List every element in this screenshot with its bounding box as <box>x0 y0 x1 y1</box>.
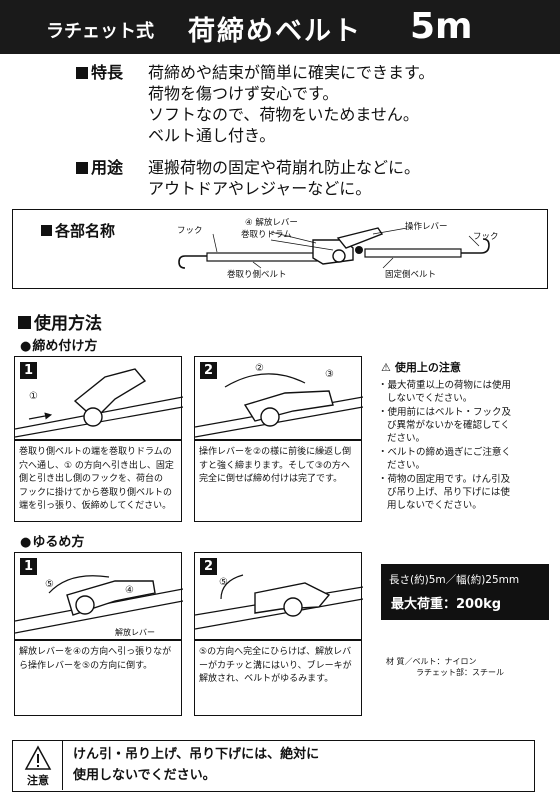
label-winding-belt: 巻取り側ベルト <box>227 270 287 280</box>
desc-line: 操作レバーを②の様に前後に繰返し倒 <box>199 447 352 457</box>
loosen-step-2-description: ⑤の方向へ完全にひらけば、解放レバ ーがカチッと溝にはいり、ブレーキが 解放され… <box>194 640 362 716</box>
desc-line: フックに掛けてから巻取り側ベルトの <box>19 487 173 498</box>
desc-line: ら操作レバーを⑤の方向に倒す。 <box>19 660 153 671</box>
ratchet-drawing <box>195 373 363 438</box>
feature-line: ベルト通し付き。 <box>148 126 276 145</box>
product-type: ラチェット式 <box>46 21 154 42</box>
feature-line: ソフトなので、荷物をいためません。 <box>148 105 419 124</box>
step-number: 1 <box>20 362 37 379</box>
desc-line: 端を引っ張り、仮締めしてください。 <box>19 501 172 511</box>
desc-line: すと強く締まります。そして③の方へ <box>199 460 350 471</box>
ratchet-drawing <box>195 574 363 630</box>
label-hook-right: フック <box>473 232 499 242</box>
label-hook-left: フック <box>177 226 203 236</box>
direction-label: ④ <box>125 585 134 596</box>
spec-max-load: 最大荷重：200kg <box>391 597 502 612</box>
uses-label: 用途 <box>76 157 123 178</box>
feature-line: 荷締めや結束が簡単に確実にできます。 <box>148 63 435 82</box>
material-ratchet: ラチェット部：スチール <box>416 668 504 677</box>
use-line: アウトドアやレジャーなどに。 <box>148 179 372 198</box>
warning-icon: ⚠ <box>381 361 391 374</box>
tighten-step-1-figure: 1 ① <box>14 356 183 440</box>
ratchet-drawing <box>15 368 183 438</box>
desc-line: ーがカチッと溝にはいり、ブレーキが <box>199 660 352 671</box>
warning-line: 使用しないでください。 <box>73 768 216 783</box>
tighten-step-2-description: 操作レバーを②の様に前後に繰返し倒 すと強く締まります。そして③の方へ 完全に倒… <box>194 440 362 522</box>
direction-label: ① <box>29 391 38 402</box>
loosen-heading: ゆるめ方 <box>20 531 84 550</box>
material-belt: 材 質／ベルト：ナイロン <box>386 657 477 666</box>
loosen-step-1-figure: 1 ⑤ ④ 解放レバー <box>14 552 183 640</box>
desc-line: 解放され、ベルトがゆるみます。 <box>199 674 334 684</box>
tighten-step-1-description: 巻取り側ベルトの端を巻取りドラムの 穴へ通し、① の方向へ引き出し、固定 側と引… <box>14 440 182 522</box>
label-fixed-belt: 固定側ベルト <box>385 270 437 280</box>
spec-box: 長さ(約)5m／幅(約)25mm 最大荷重：200kg <box>381 564 549 620</box>
warning-icon-cell: 注意 <box>13 741 63 790</box>
tighten-step-2-figure: 2 ② ③ <box>194 356 363 440</box>
desc-line: 解放レバーを④の方向へ引っ張りなが <box>19 647 172 657</box>
warning-line: けん引・吊り上げ、吊り下げには、絶対に <box>73 747 320 762</box>
direction-label: ⑤ <box>45 579 54 590</box>
ratchet-drawing <box>15 575 183 634</box>
step-number: 1 <box>20 558 37 575</box>
desc-line: 側と引き出し側のフックを、荷台の <box>19 474 164 484</box>
usage-heading: 使用方法 <box>18 309 102 334</box>
direction-label: ② <box>255 363 264 374</box>
parts-heading: 各部名称 <box>41 220 115 241</box>
product-title: 荷締めベルト <box>188 16 362 47</box>
warning-icon <box>24 745 52 770</box>
spec-dimensions: 長さ(約)5m／幅(約)25mm <box>389 574 520 586</box>
loosen-step-1-description: 解放レバーを④の方向へ引っ張りなが ら操作レバーを⑤の方向に倒す。 <box>14 640 182 716</box>
desc-line: ⑤の方向へ完全にひらけば、解放レバ <box>199 647 352 657</box>
tighten-heading: 締め付け方 <box>20 335 97 354</box>
step-number: 2 <box>200 558 217 575</box>
label-winding-drum: 巻取りドラム <box>241 230 292 240</box>
use-line: 運搬荷物の固定や荷崩れ防止などに。 <box>148 158 421 177</box>
desc-line: 完全に倒せば締め付けは完了です。 <box>199 474 343 484</box>
label-release-lever: ④ 解放レバー <box>245 218 298 228</box>
features-label: 特長 <box>76 62 123 83</box>
direction-label: ③ <box>325 369 334 380</box>
desc-line: 穴へ通し、① の方向へ引き出し、固定 <box>19 460 174 471</box>
desc-line: 巻取り側ベルトの端を巻取りドラムの <box>19 447 172 457</box>
direction-label: ⑤ <box>219 577 228 588</box>
feature-line: 荷物を傷つけず安心です。 <box>148 84 339 103</box>
warning-box: 注意 けん引・吊り上げ、吊り下げには、絶対に 使用しないでください。 <box>12 740 535 792</box>
release-lever-label: 解放レバー <box>115 628 155 637</box>
warning-label: 注意 <box>27 774 49 787</box>
product-length: 5m <box>410 6 473 47</box>
belt-diagram-drawing <box>178 227 490 269</box>
parts-diagram: 各部名称 フック ④ 解放レバー 巻取りドラム 操作レバー フック 巻取り側ベル… <box>12 209 548 289</box>
step-number: 2 <box>200 362 217 379</box>
loosen-step-2-figure: 2 ⑤ <box>194 552 363 640</box>
caution-title: 使用上の注意 <box>394 361 461 374</box>
label-operation-lever: 操作レバー <box>405 222 448 232</box>
header-bar: ラチェット式 荷締めベルト 5m <box>0 0 560 54</box>
